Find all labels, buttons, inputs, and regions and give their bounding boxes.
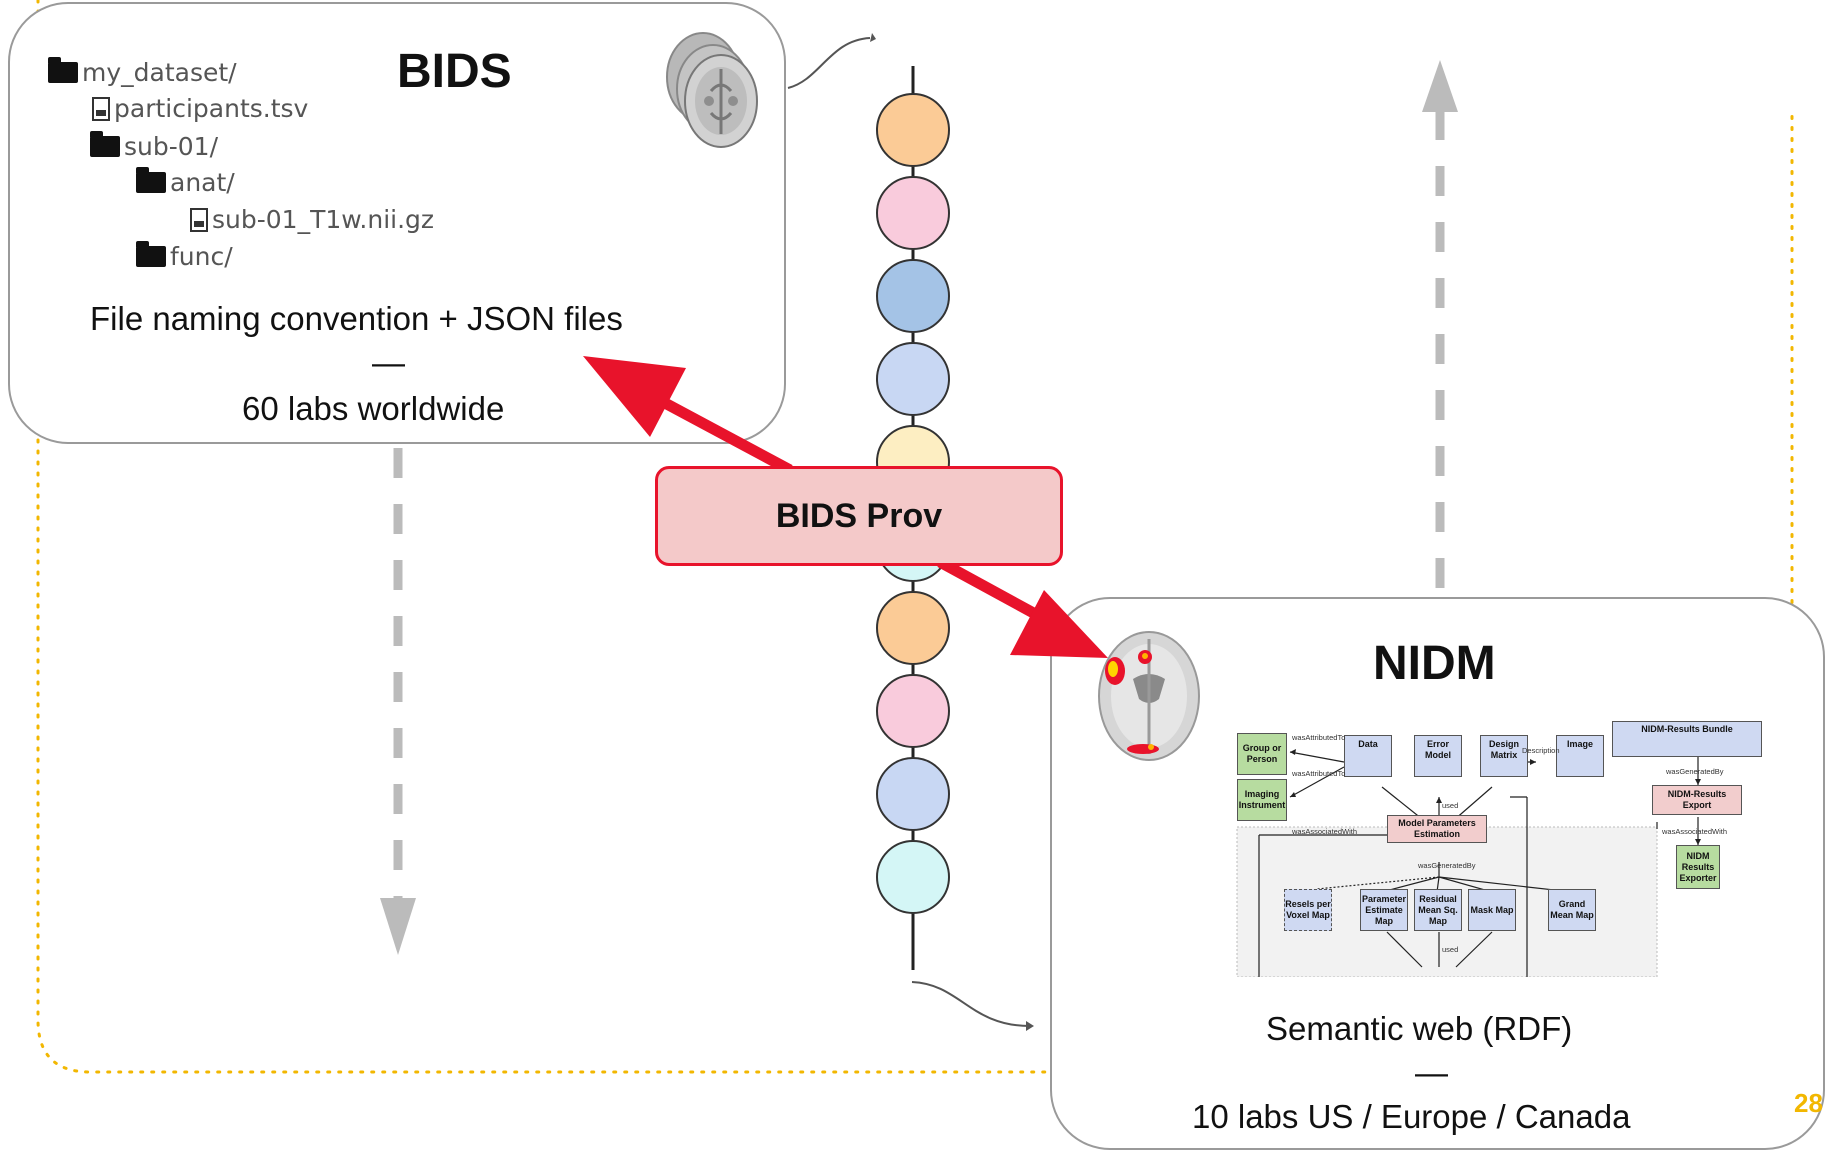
node-error-model: Error Model	[1414, 735, 1462, 777]
bids-prov-label: BIDS Prov	[775, 496, 943, 535]
edge-label-attributed-1: wasAttributedTo	[1292, 733, 1346, 742]
edge-label-bundle-generated: wasGeneratedBy	[1666, 767, 1724, 776]
tree-root-folder: my_dataset/	[48, 57, 237, 87]
nidm-caption-dash: —	[1415, 1054, 1448, 1091]
tree-subject-folder: sub-01/	[90, 131, 218, 161]
node-resels-per-voxel-map: Resels per Voxel Map	[1284, 889, 1332, 931]
edge-label-description: Description	[1522, 746, 1560, 755]
timeline-circle	[876, 342, 950, 416]
node-imaging-instrument: Imaging Instrument	[1237, 779, 1287, 821]
bids-caption-dash: —	[372, 344, 405, 381]
nidm-caption-line2: 10 labs US / Europe / Canada	[1192, 1098, 1631, 1135]
tree-participants-file: participants.tsv	[92, 94, 308, 123]
brain-stack-image	[666, 32, 758, 148]
bids-card: BIDS my_dataset/ participants.tsv sub-01…	[8, 2, 786, 444]
edge-label-used-1: used	[1442, 801, 1459, 810]
bids-caption-line1: File naming convention + JSON files	[90, 300, 623, 337]
tree-func-label: func/	[170, 242, 233, 271]
tree-func-folder: func/	[136, 241, 233, 271]
nidm-diagram: Group or Person Imaging Instrument Data …	[1232, 717, 1792, 977]
tree-root-label: my_dataset/	[82, 58, 237, 87]
nidm-title: NIDM	[1373, 637, 1496, 690]
timeline-circle	[876, 591, 950, 665]
edge-label-attributed-2: wasAttributedTo	[1292, 769, 1346, 778]
timeline-circle	[876, 259, 950, 333]
node-nidm-results-bundle: NIDM-Results Bundle	[1612, 721, 1762, 757]
node-group-or-person: Group or Person	[1237, 733, 1287, 775]
timeline-circle	[876, 674, 950, 748]
edge-label-generated: wasGeneratedBy	[1418, 861, 1476, 870]
node-nidm-results-export: NIDM-Results Export	[1652, 785, 1742, 815]
edge-label-associated: wasAssociatedWith	[1292, 827, 1358, 836]
node-image: Image	[1556, 735, 1604, 777]
timeline-circle	[876, 93, 950, 167]
node-grand-mean-map: Grand Mean Map	[1548, 889, 1596, 931]
edge-label-used-2: used	[1442, 945, 1459, 954]
folder-icon	[136, 241, 166, 267]
timeline-circle	[876, 757, 950, 831]
file-icon	[92, 96, 110, 121]
edge-label-export-associated: wasAssociatedWith	[1662, 827, 1728, 836]
timeline-circle	[876, 176, 950, 250]
tree-subject-label: sub-01/	[124, 132, 218, 161]
timeline-circle	[876, 840, 950, 914]
node-mask-map: Mask Map	[1468, 889, 1516, 931]
folder-icon	[48, 57, 78, 83]
node-data: Data	[1344, 735, 1392, 777]
folder-icon	[136, 167, 166, 193]
node-design-matrix: Design Matrix	[1480, 735, 1528, 777]
bids-title: BIDS	[397, 45, 512, 98]
folder-icon	[90, 131, 120, 157]
node-parameter-estimate-map: Parameter Estimate Map	[1360, 889, 1408, 931]
bids-prov-box: BIDS Prov	[655, 466, 1063, 566]
bids-connector-curve	[787, 37, 871, 89]
bids-down-arrow-head	[380, 898, 416, 955]
page-number: 28	[1794, 1088, 1823, 1118]
node-nidm-results-exporter: NIDM Results Exporter	[1676, 845, 1720, 889]
nidm-connector-curve	[911, 981, 1031, 1027]
file-icon	[190, 207, 208, 232]
brain-activation-image	[1098, 631, 1200, 761]
tree-t1w-file: sub-01_T1w.nii.gz	[190, 205, 434, 234]
nidm-up-arrow-head	[1422, 60, 1458, 112]
nidm-card: NIDM	[1050, 597, 1825, 1150]
tree-t1w-label: sub-01_T1w.nii.gz	[212, 205, 435, 234]
tree-anat-folder: anat/	[136, 167, 235, 197]
nidm-caption-line1: Semantic web (RDF)	[1266, 1010, 1573, 1047]
bids-caption-line2: 60 labs worldwide	[242, 390, 505, 427]
tree-anat-label: anat/	[170, 168, 235, 197]
node-model-parameters-estimation: Model Parameters Estimation	[1387, 815, 1487, 843]
node-residual-mean-sq-map: Residual Mean Sq. Map	[1414, 889, 1462, 931]
tree-participants-label: participants.tsv	[114, 94, 309, 123]
